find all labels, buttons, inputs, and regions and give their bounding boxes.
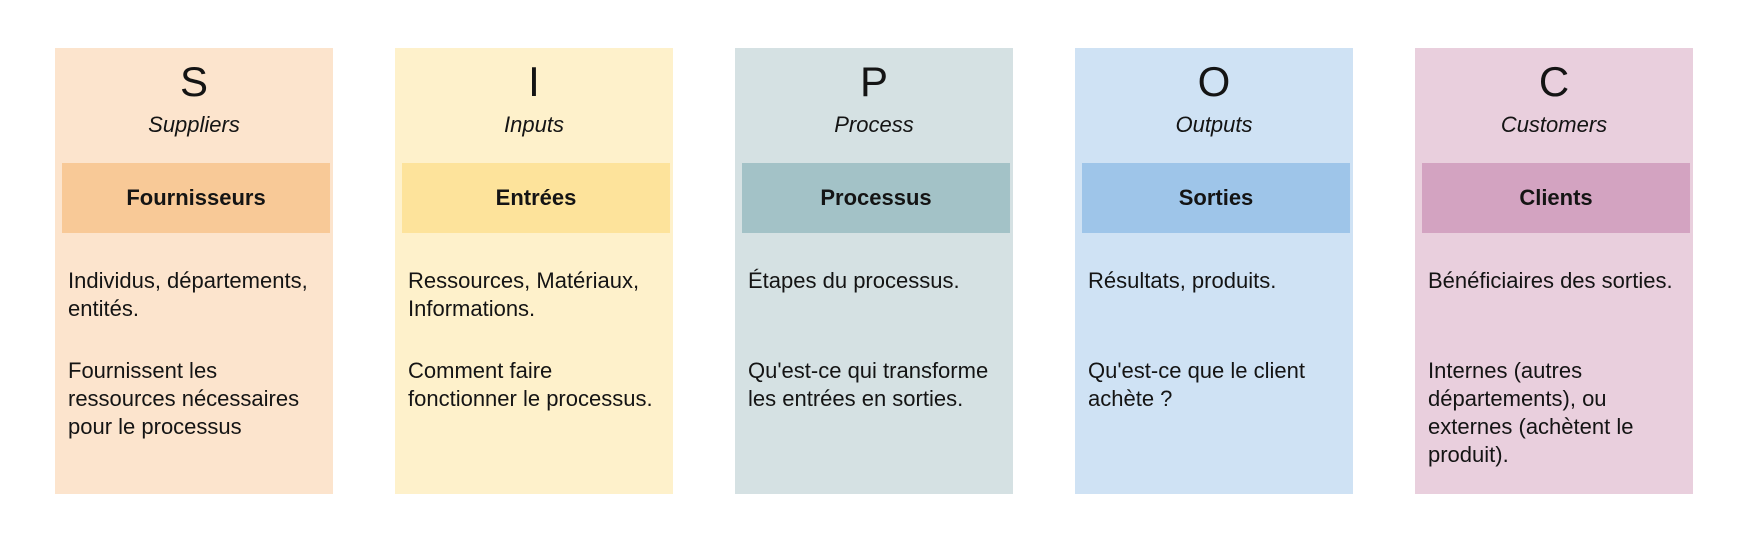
column-subtitle-customers: Customers bbox=[1500, 112, 1608, 137]
body-paragraph-1: Résultats, produits. bbox=[1088, 268, 1277, 293]
column-header-label-suppliers: Fournisseurs bbox=[126, 185, 266, 210]
body-paragraph-1: Étapes du processus. bbox=[748, 268, 960, 293]
body-paragraph-2: Internes (autres départements), ou exter… bbox=[1428, 358, 1634, 467]
column-subtitle-process: Process bbox=[834, 112, 914, 137]
column-top-process: P Process bbox=[735, 48, 1013, 163]
body-paragraph-2: Qu'est-ce qui transforme les entrées en … bbox=[748, 358, 989, 411]
column-header-band-process: Processus bbox=[742, 163, 1010, 233]
column-letter-o: O bbox=[1197, 58, 1231, 105]
body-paragraph-1: Bénéficiaires des sorties. bbox=[1428, 268, 1673, 293]
column-subtitle-inputs: Inputs bbox=[504, 112, 564, 137]
sipoc-columns-row: S Suppliers Fournisseurs Individus, dépa… bbox=[55, 48, 1693, 494]
column-header-band-suppliers: Fournisseurs bbox=[62, 163, 330, 233]
column-letter-s: S bbox=[179, 58, 208, 105]
column-body-inputs: Ressources, Matériaux, Informations. Com… bbox=[395, 233, 673, 494]
column-header-label-outputs: Sorties bbox=[1178, 185, 1254, 210]
body-paragraph-2: Fournissent les ressources nécessaires p… bbox=[68, 358, 300, 439]
column-header-band-outputs: Sorties bbox=[1082, 163, 1350, 233]
column-body-process: Étapes du processus. Qu'est-ce qui trans… bbox=[735, 233, 1013, 494]
column-header-label-inputs: Entrées bbox=[495, 185, 577, 210]
body-paragraph-1: Individus, départements, entités. bbox=[68, 268, 308, 321]
body-paragraph-2: Qu'est-ce que le client achète ? bbox=[1088, 358, 1305, 411]
body-paragraph-1: Ressources, Matériaux, Informations. bbox=[408, 268, 640, 321]
column-header-band-inputs: Entrées bbox=[402, 163, 670, 233]
sipoc-column-outputs: O Outputs Sorties Résultats, produits. Q… bbox=[1075, 48, 1353, 494]
column-header-band-customers: Clients bbox=[1422, 163, 1690, 233]
column-subtitle-suppliers: Suppliers bbox=[148, 112, 240, 137]
column-body-suppliers: Individus, départements, entités. Fourni… bbox=[55, 233, 333, 494]
sipoc-column-inputs: I Inputs Entrées Ressources, Matériaux, … bbox=[395, 48, 673, 494]
sipoc-column-customers: C Customers Clients Bénéficiaires des so… bbox=[1415, 48, 1693, 494]
column-letter-p: P bbox=[859, 58, 888, 105]
sipoc-column-suppliers: S Suppliers Fournisseurs Individus, dépa… bbox=[55, 48, 333, 494]
column-body-outputs: Résultats, produits. Qu'est-ce que le cl… bbox=[1075, 233, 1353, 494]
column-subtitle-outputs: Outputs bbox=[1175, 112, 1253, 137]
column-body-customers: Bénéficiaires des sorties. Internes (aut… bbox=[1415, 233, 1693, 494]
column-letter-c: C bbox=[1538, 58, 1570, 105]
column-top-suppliers: S Suppliers bbox=[55, 48, 333, 163]
body-paragraph-2: Comment faire fonctionner le processus. bbox=[408, 358, 653, 411]
column-header-label-process: Processus bbox=[820, 185, 932, 210]
column-top-inputs: I Inputs bbox=[395, 48, 673, 163]
sipoc-column-process: P Process Processus Étapes du processus.… bbox=[735, 48, 1013, 494]
column-header-label-customers: Clients bbox=[1519, 185, 1593, 210]
column-top-customers: C Customers bbox=[1415, 48, 1693, 163]
column-top-outputs: O Outputs bbox=[1075, 48, 1353, 163]
column-letter-i: I bbox=[528, 58, 540, 105]
